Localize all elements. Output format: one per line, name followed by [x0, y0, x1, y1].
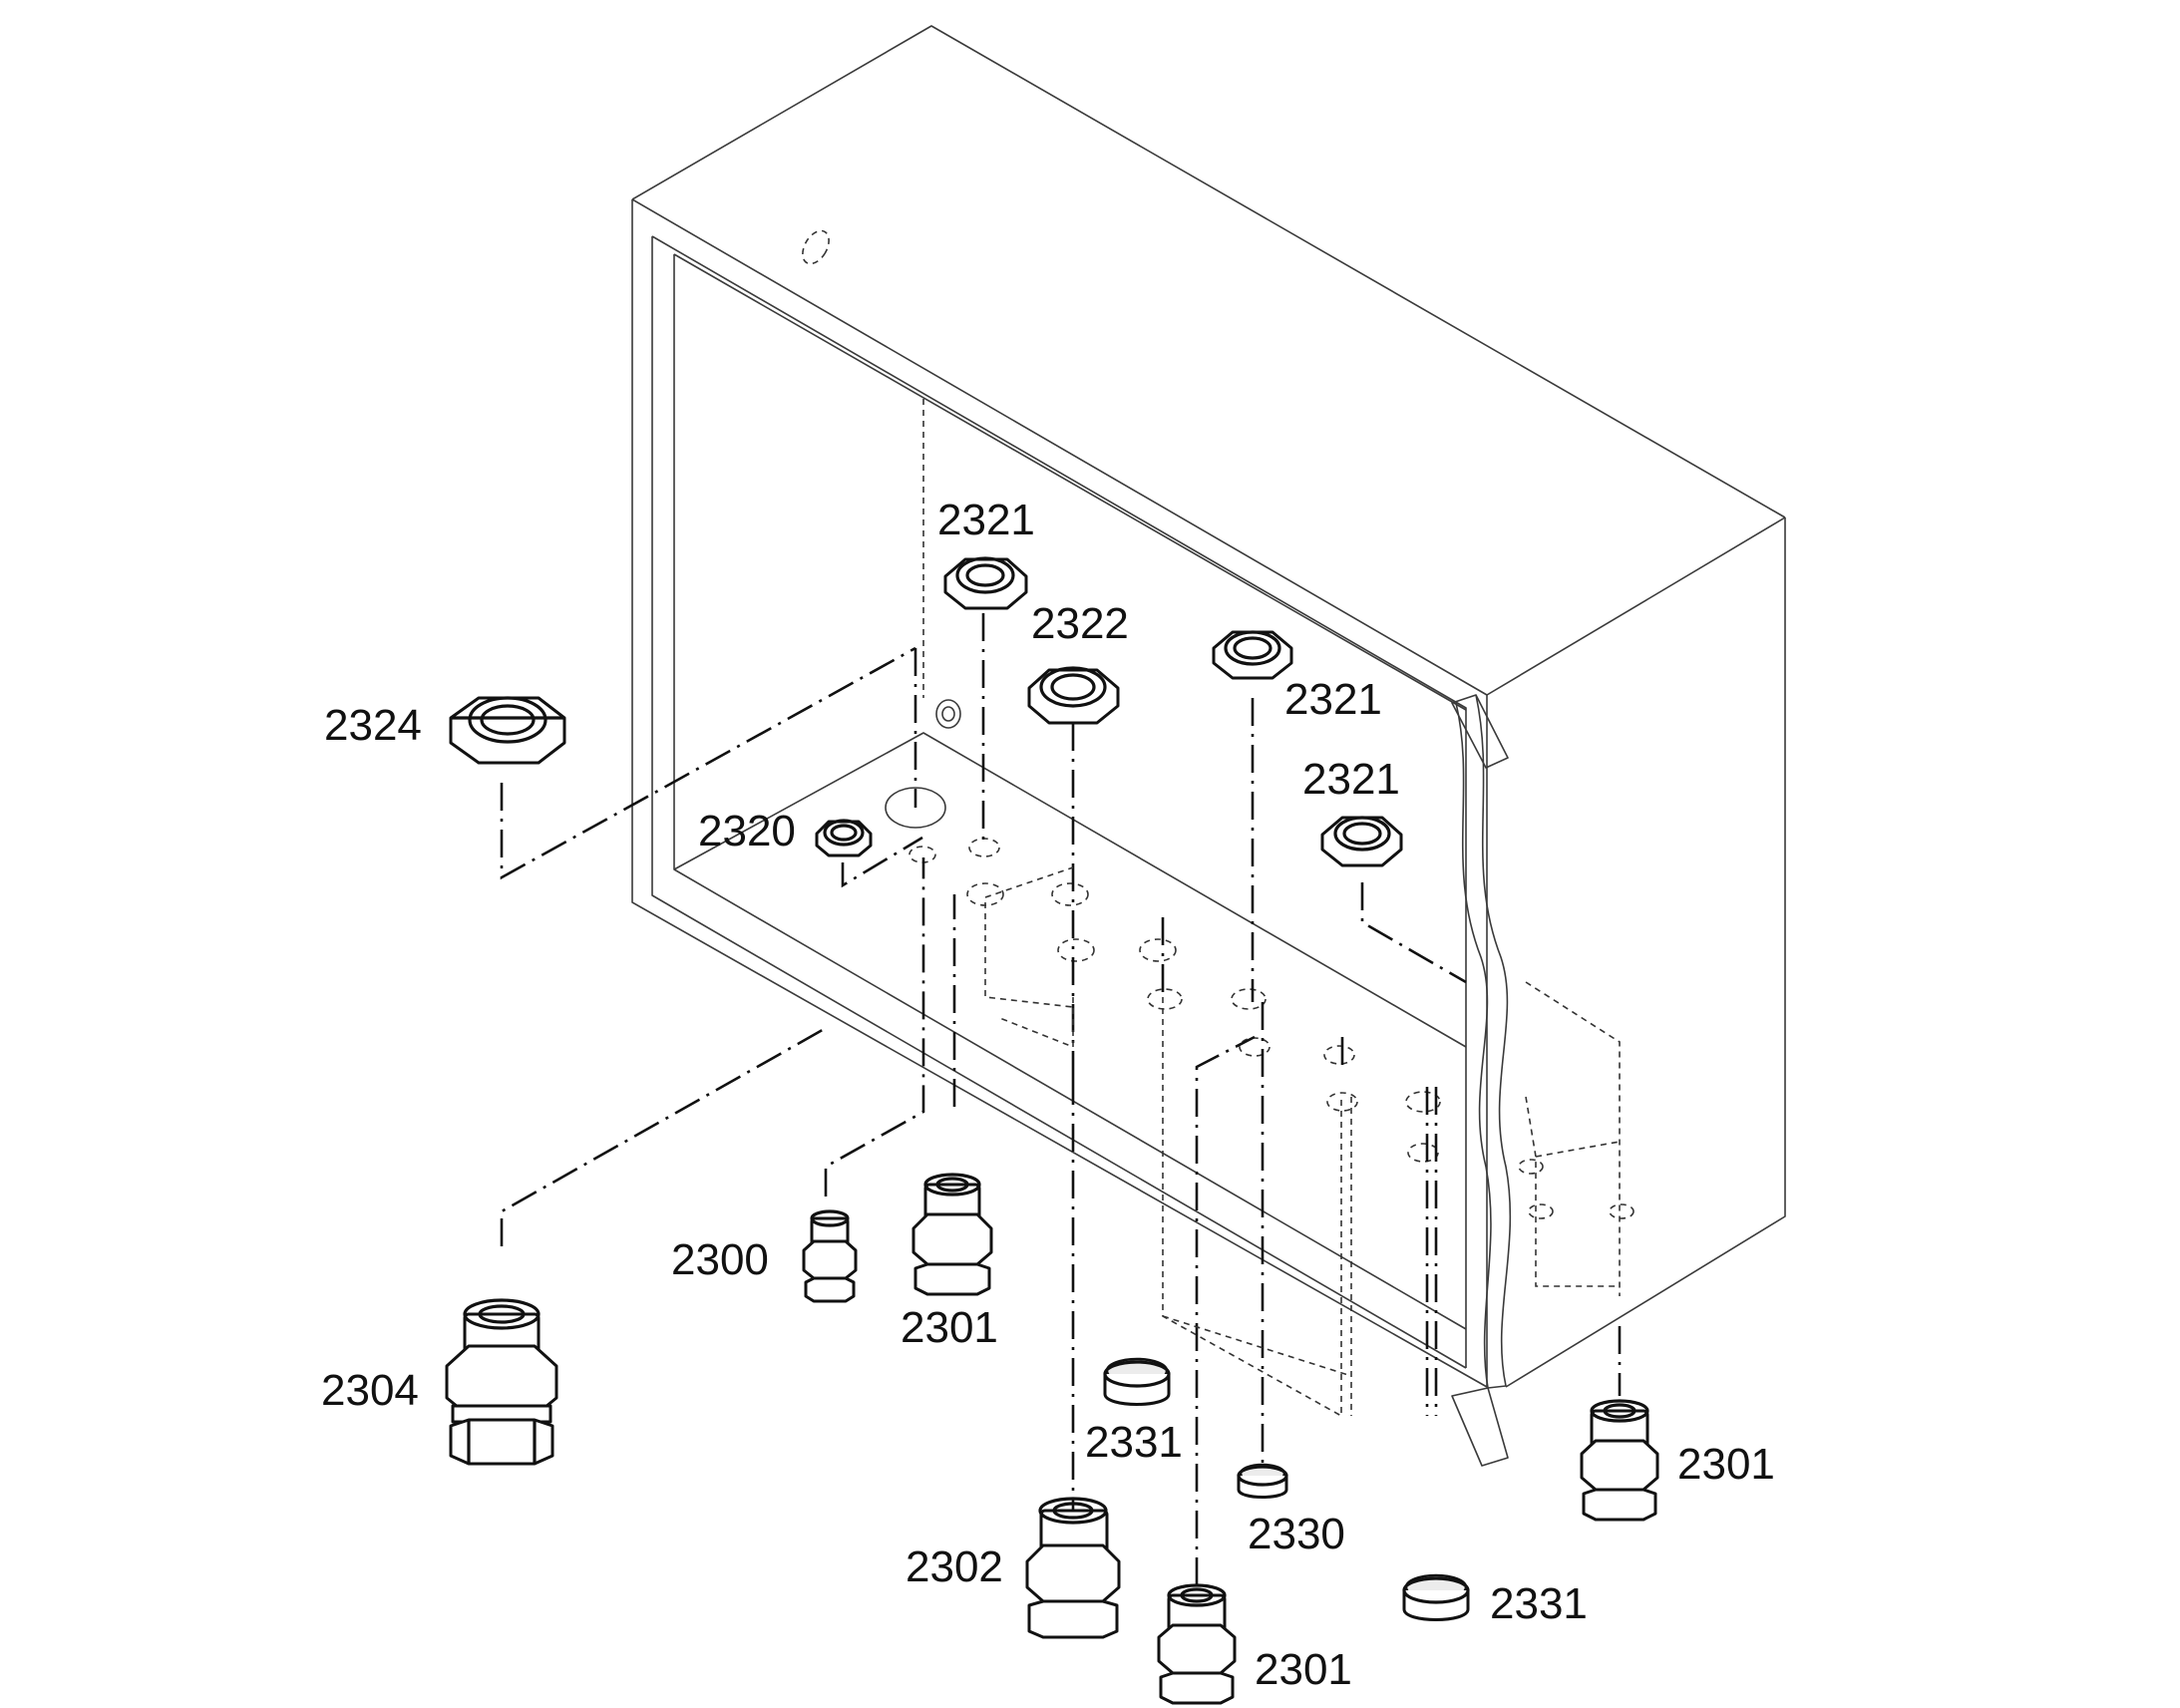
gland-2301-c — [1157, 1583, 1237, 1705]
callout-2301: 2301 — [1677, 1440, 1775, 1489]
callout-2321: 2321 — [1302, 755, 1400, 804]
gland-2302 — [1025, 1497, 1121, 1639]
callout-2301: 2301 — [901, 1303, 998, 1352]
callout-2331: 2331 — [1490, 1579, 1588, 1628]
callout-2304: 2304 — [321, 1366, 419, 1415]
gland-2300 — [802, 1209, 858, 1303]
gland-2301-b — [1580, 1399, 1659, 1522]
locknut-2322 — [1027, 666, 1120, 725]
callout-2302: 2302 — [906, 1542, 1003, 1591]
locknut-2321-c — [1320, 816, 1403, 867]
plug-2330 — [1237, 1463, 1288, 1499]
locknut-2321-b — [1212, 630, 1293, 680]
callout-2301: 2301 — [1255, 1645, 1352, 1694]
gland-2304 — [445, 1298, 558, 1466]
bottom-holes — [885, 787, 1441, 1163]
callout-2321: 2321 — [937, 496, 1035, 544]
callout-2330: 2330 — [1248, 1510, 1345, 1558]
callout-2321: 2321 — [1284, 675, 1382, 724]
enclosure-box — [631, 25, 1786, 1388]
callout-2320: 2320 — [698, 807, 796, 855]
callout-2331: 2331 — [1085, 1418, 1183, 1467]
plug-2331-a — [1103, 1357, 1171, 1406]
callout-2324: 2324 — [324, 701, 422, 750]
callout-2300: 2300 — [671, 1235, 769, 1284]
leader-lines — [500, 613, 1622, 1585]
gland-2301-a — [911, 1173, 993, 1296]
callout-2322: 2322 — [1031, 599, 1129, 648]
locknut-2320 — [815, 819, 873, 857]
locknut-2321-a — [943, 556, 1028, 610]
door-flange — [1451, 694, 1635, 1467]
plug-2331-b — [1402, 1573, 1470, 1621]
locknut-2324 — [449, 696, 566, 765]
